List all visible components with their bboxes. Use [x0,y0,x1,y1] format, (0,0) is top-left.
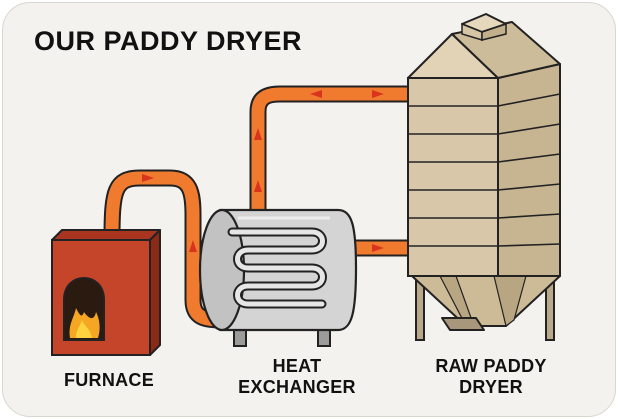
flow-arrow-icon [142,174,154,182]
diagram-title: OUR PADDY DRYER [34,26,303,56]
heat-exchanger-label-line1: HEAT [272,356,322,376]
furnace-label-text: FURNACE [63,370,155,390]
furnace-label: FURNACE [44,370,174,391]
heat-exchanger-label-line2: EXCHANGER [238,377,356,397]
flow-arrow-icon [372,90,384,98]
flow-arrow-icon [372,244,384,252]
flow-arrow-icon [254,180,262,192]
flow-arrow-icon [189,240,197,252]
raw-paddy-dryer [407,13,561,341]
furnace [51,229,161,356]
flow-arrow-icon [254,128,262,140]
pipe-furnace-to-exchanger [103,169,231,329]
pipe-exchanger-to-dryer-top [249,85,412,210]
fire-icon [69,308,100,338]
dryer-label: RAW PADDY DRYER [405,356,577,398]
flow-arrow-icon [310,90,322,98]
heat-exchanger [198,208,358,347]
dryer-label-line1: RAW PADDY [435,356,547,376]
dryer-label-line2: DRYER [459,377,523,397]
flow-arrows [142,90,384,252]
heat-exchanger-label: HEAT EXCHANGER [212,356,382,398]
